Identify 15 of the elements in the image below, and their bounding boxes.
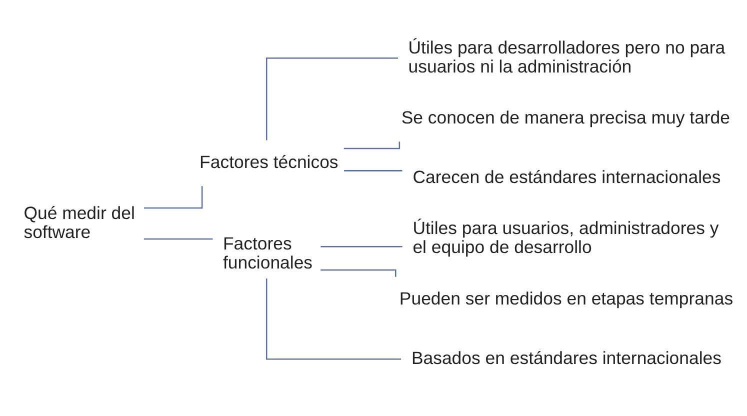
node-text: Se conocen de manera precisa muy tarde [401,107,730,128]
node-text: Pueden ser medidos en etapas tempranas [399,288,734,308]
connector [144,186,203,209]
connector [144,238,213,240]
node-text: Qué medir del software [24,203,135,242]
connector [344,170,402,172]
node-text: Factores técnicos [200,152,338,172]
connector [266,57,398,140]
node-text: Útiles para usuarios, administradores y el equipo de desarrollo [412,218,719,258]
node-text: Útiles para desarrolladores pero no para usuarios ni la administración [408,37,726,76]
node-text: Factores funcionales [222,233,313,272]
connector [320,246,402,248]
connector [266,278,402,360]
node-text: Carecen de estándares internacionales [412,166,721,187]
node-text: Basados en estándares internacionales [411,348,722,368]
